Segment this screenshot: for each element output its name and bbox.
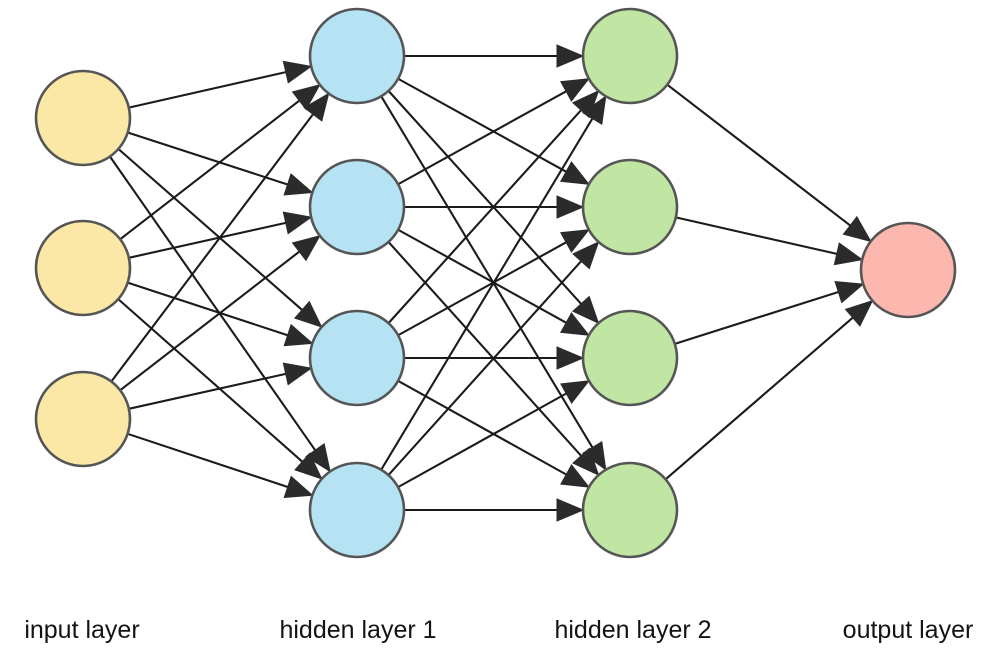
connection-edge xyxy=(387,241,582,457)
neuron-node-o1[interactable] xyxy=(859,221,957,319)
connection-edge xyxy=(128,372,286,410)
connection-edge xyxy=(128,71,287,109)
arrowhead-icon xyxy=(842,215,872,243)
layer-label-input: input layer xyxy=(24,616,139,644)
arrowhead-icon xyxy=(582,440,607,471)
arrowhead-icon xyxy=(282,211,313,235)
arrowhead-icon xyxy=(283,323,314,347)
arrowheads-group xyxy=(282,44,874,522)
connection-edge xyxy=(127,131,288,186)
arrowhead-icon xyxy=(559,161,590,185)
connection-edge xyxy=(387,109,582,324)
connection-edge xyxy=(387,90,582,305)
neuron-node-h1_1[interactable] xyxy=(308,7,406,105)
connection-edge xyxy=(117,298,303,463)
neuron-node-h2_3[interactable] xyxy=(581,309,679,407)
arrowhead-icon xyxy=(293,300,323,328)
connection-edge xyxy=(110,113,314,383)
arrowhead-icon xyxy=(556,498,585,522)
neuron-node-h1_4[interactable] xyxy=(308,461,406,559)
arrowhead-icon xyxy=(582,95,607,126)
connection-edge xyxy=(127,281,288,337)
arrowhead-icon xyxy=(291,83,321,111)
neuron-node-i1[interactable] xyxy=(34,69,132,167)
connection-edge xyxy=(117,148,303,311)
arrowhead-icon xyxy=(556,195,585,219)
arrowhead-icon xyxy=(833,242,864,266)
arrowhead-icon xyxy=(283,173,314,196)
connection-edge xyxy=(397,77,567,173)
arrowhead-icon xyxy=(571,295,600,325)
arrowhead-icon xyxy=(283,475,314,498)
arrowhead-icon xyxy=(303,92,330,122)
edges-group xyxy=(109,54,854,512)
arrowhead-icon xyxy=(572,447,600,477)
arrowhead-icon xyxy=(560,463,591,488)
neuron-node-h2_2[interactable] xyxy=(581,158,679,256)
layer-label-hidden2: hidden layer 2 xyxy=(554,616,711,644)
nodes-group xyxy=(34,7,957,559)
connection-edge xyxy=(128,221,286,259)
connection-edge xyxy=(397,392,567,489)
connection-edge xyxy=(397,90,567,186)
neuron-node-h1_2[interactable] xyxy=(308,158,406,256)
connection-edge xyxy=(666,83,851,227)
arrowhead-icon xyxy=(294,452,323,480)
connection-edge xyxy=(674,291,839,345)
connection-edge xyxy=(387,260,582,476)
connection-edge xyxy=(397,228,567,324)
neuron-node-i2[interactable] xyxy=(34,219,132,317)
layer-labels-group: input layer hidden layer 1 hidden layer 2 o… xyxy=(24,616,973,644)
arrowhead-icon xyxy=(844,299,874,327)
connection-edge xyxy=(109,155,317,451)
arrowhead-icon xyxy=(571,89,600,119)
connection-edge xyxy=(397,241,567,337)
arrowhead-icon xyxy=(556,44,585,68)
arrowhead-icon xyxy=(282,60,313,84)
arrowhead-icon xyxy=(305,443,331,473)
neuron-node-i3[interactable] xyxy=(34,370,132,468)
connection-edge xyxy=(397,379,567,476)
connection-edge xyxy=(380,95,594,448)
connection-edge xyxy=(127,432,289,488)
layer-label-hidden1: hidden layer 1 xyxy=(279,616,436,644)
neuron-node-h1_3[interactable] xyxy=(308,309,406,407)
arrowhead-icon xyxy=(560,380,591,405)
connection-edge xyxy=(675,216,838,255)
arrowhead-icon xyxy=(834,280,865,304)
arrowhead-icon xyxy=(572,240,600,270)
neuron-node-h2_1[interactable] xyxy=(581,7,679,105)
arrowhead-icon xyxy=(291,234,321,262)
connection-edge xyxy=(380,118,594,471)
arrowhead-icon xyxy=(559,229,590,253)
layer-label-output: output layer xyxy=(843,616,974,644)
neuron-node-h2_4[interactable] xyxy=(581,461,679,559)
connection-edge xyxy=(119,250,300,392)
arrowhead-icon xyxy=(559,312,590,336)
arrowhead-icon xyxy=(556,346,585,370)
connection-edge xyxy=(664,316,854,481)
arrowhead-icon xyxy=(559,78,590,102)
arrowhead-icon xyxy=(282,362,313,386)
connection-edge xyxy=(119,99,300,241)
